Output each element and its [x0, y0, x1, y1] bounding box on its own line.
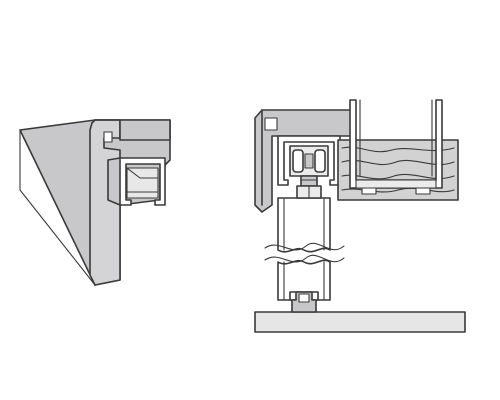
end-cap-profile	[19, 119, 171, 286]
roller-carriage	[277, 135, 341, 199]
wooden-frame-section	[337, 99, 459, 201]
floor-plate	[254, 311, 466, 333]
door-panel	[264, 197, 345, 301]
floor-guide	[289, 291, 319, 313]
track-profile-section	[119, 157, 166, 206]
